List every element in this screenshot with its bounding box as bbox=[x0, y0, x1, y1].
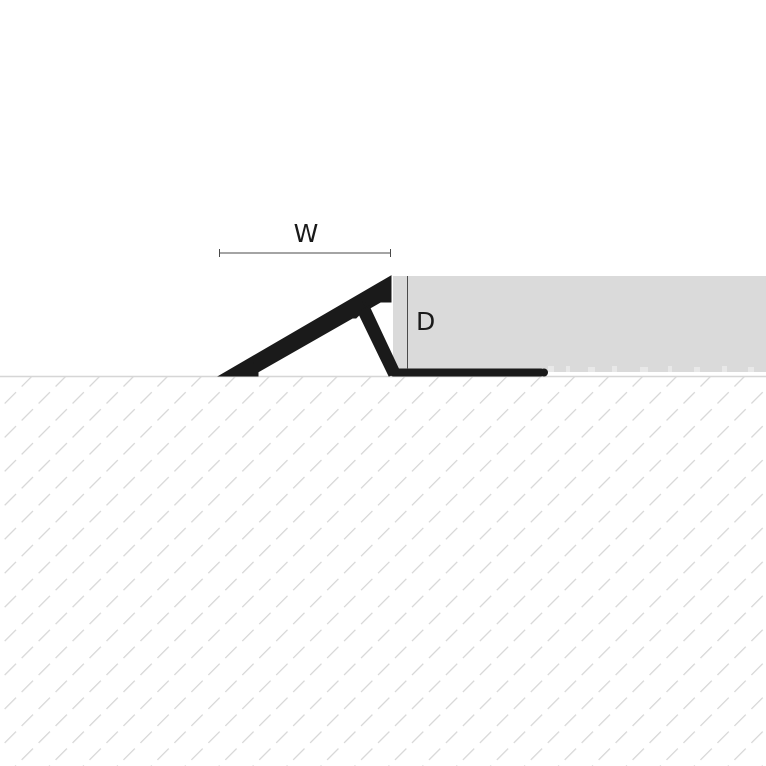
ramp-profile bbox=[217, 275, 548, 377]
width-dimension bbox=[219, 249, 391, 257]
substrate-floor bbox=[0, 375, 766, 766]
flange-end bbox=[540, 368, 548, 377]
depth-label: D bbox=[416, 307, 435, 336]
floor-covering bbox=[393, 276, 766, 372]
ramp-foot bbox=[231, 361, 259, 377]
adhesive-bed bbox=[548, 366, 754, 372]
anchoring-flange bbox=[390, 368, 544, 377]
width-label: W bbox=[294, 219, 319, 248]
floor-covering-block bbox=[393, 276, 766, 372]
substrate-hatch bbox=[0, 376, 766, 766]
